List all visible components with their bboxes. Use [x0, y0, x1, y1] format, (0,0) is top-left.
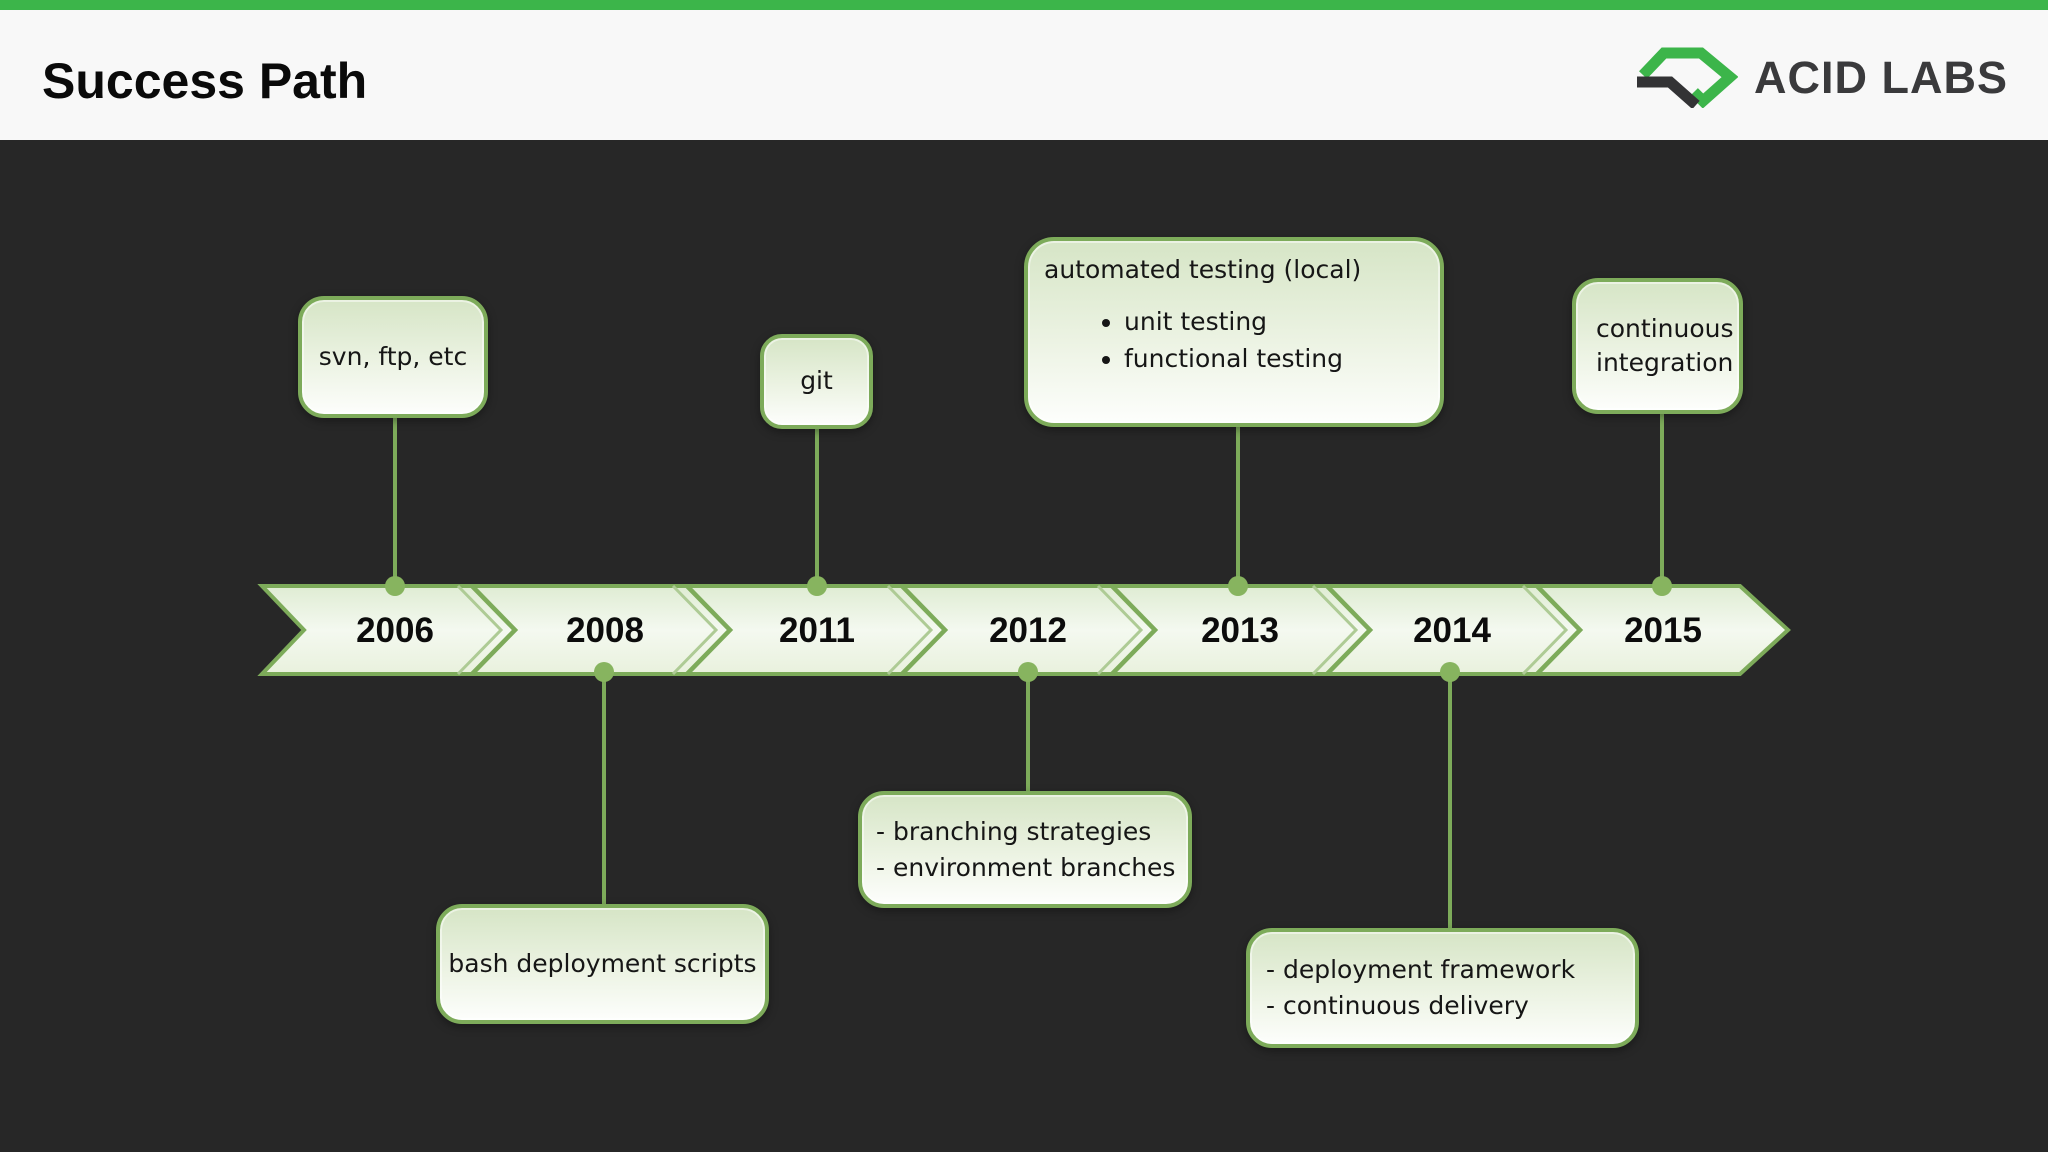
brand-name: ACID LABS [1754, 51, 2008, 103]
separator-shadow [1096, 584, 1144, 676]
separator-2 [685, 584, 734, 676]
callout-branching-strategies-text: - branching strategies - environment bra… [876, 816, 1176, 882]
year-label-2011: 2011 [779, 611, 855, 650]
timeline-dot-2011 [807, 576, 827, 596]
year-label-2015: 2015 [1624, 611, 1702, 650]
callout-deployment-framework-text: - deployment framework - continuous deli… [1266, 955, 1576, 1020]
separator-shadow [671, 584, 719, 676]
separator-3 [900, 584, 949, 676]
year-label-2013: 2013 [1201, 611, 1279, 650]
header: Success Path ACID LABS [0, 10, 2048, 140]
callout-svn-ftp-text: svn, ftp, etc [318, 341, 468, 371]
callout-deployment-framework: - deployment framework - continuous deli… [1246, 928, 1639, 1048]
acid-labs-logo-icon [1637, 47, 1738, 108]
list-item: unit testing [1124, 303, 1424, 340]
callout-continuous-integration-text: continuous integration [1596, 314, 1734, 377]
year-label-2006: 2006 [356, 611, 434, 650]
separator-shadow [1311, 584, 1359, 676]
callout-svn-ftp: svn, ftp, etc [298, 296, 488, 418]
callout-bash-deployment-text: bash deployment scripts [448, 948, 757, 978]
callout-git-text: git [800, 366, 833, 396]
separator-shadow [456, 584, 504, 676]
separator-4 [1110, 584, 1159, 676]
callout-automated-title: automated testing (local) [1044, 255, 1362, 284]
callout-git: git [760, 334, 873, 429]
callout-bash-deployment: bash deployment scripts [436, 904, 769, 1024]
year-label-2008: 2008 [566, 611, 644, 650]
top-accent-bar [0, 0, 2048, 10]
separator-1 [470, 584, 519, 676]
timeline-dot-2014 [1440, 662, 1460, 682]
page-title: Success Path [42, 53, 368, 109]
separator-5 [1325, 584, 1374, 676]
callout-automated-testing: automated testing (local) unit testing f… [1024, 237, 1444, 427]
separator-shadow [886, 584, 934, 676]
separator-6 [1535, 584, 1584, 676]
list-item: functional testing [1124, 340, 1424, 377]
timeline-dot-2012 [1018, 662, 1038, 682]
callout-automated-list: unit testing functional testing [1100, 303, 1424, 377]
timeline-dot-2006 [385, 576, 405, 596]
separator-shadow [1521, 584, 1569, 676]
year-label-2012: 2012 [989, 611, 1067, 650]
timeline-dot-2015 [1652, 576, 1672, 596]
callout-branching-strategies: - branching strategies - environment bra… [858, 791, 1192, 908]
callout-continuous-integration: continuous integration [1572, 278, 1743, 414]
timeline-dot-2008 [594, 662, 614, 682]
brand: ACID LABS [1636, 46, 2008, 108]
year-label-2014: 2014 [1413, 611, 1491, 650]
timeline-dot-2013 [1228, 576, 1248, 596]
timeline-band [257, 584, 1791, 676]
